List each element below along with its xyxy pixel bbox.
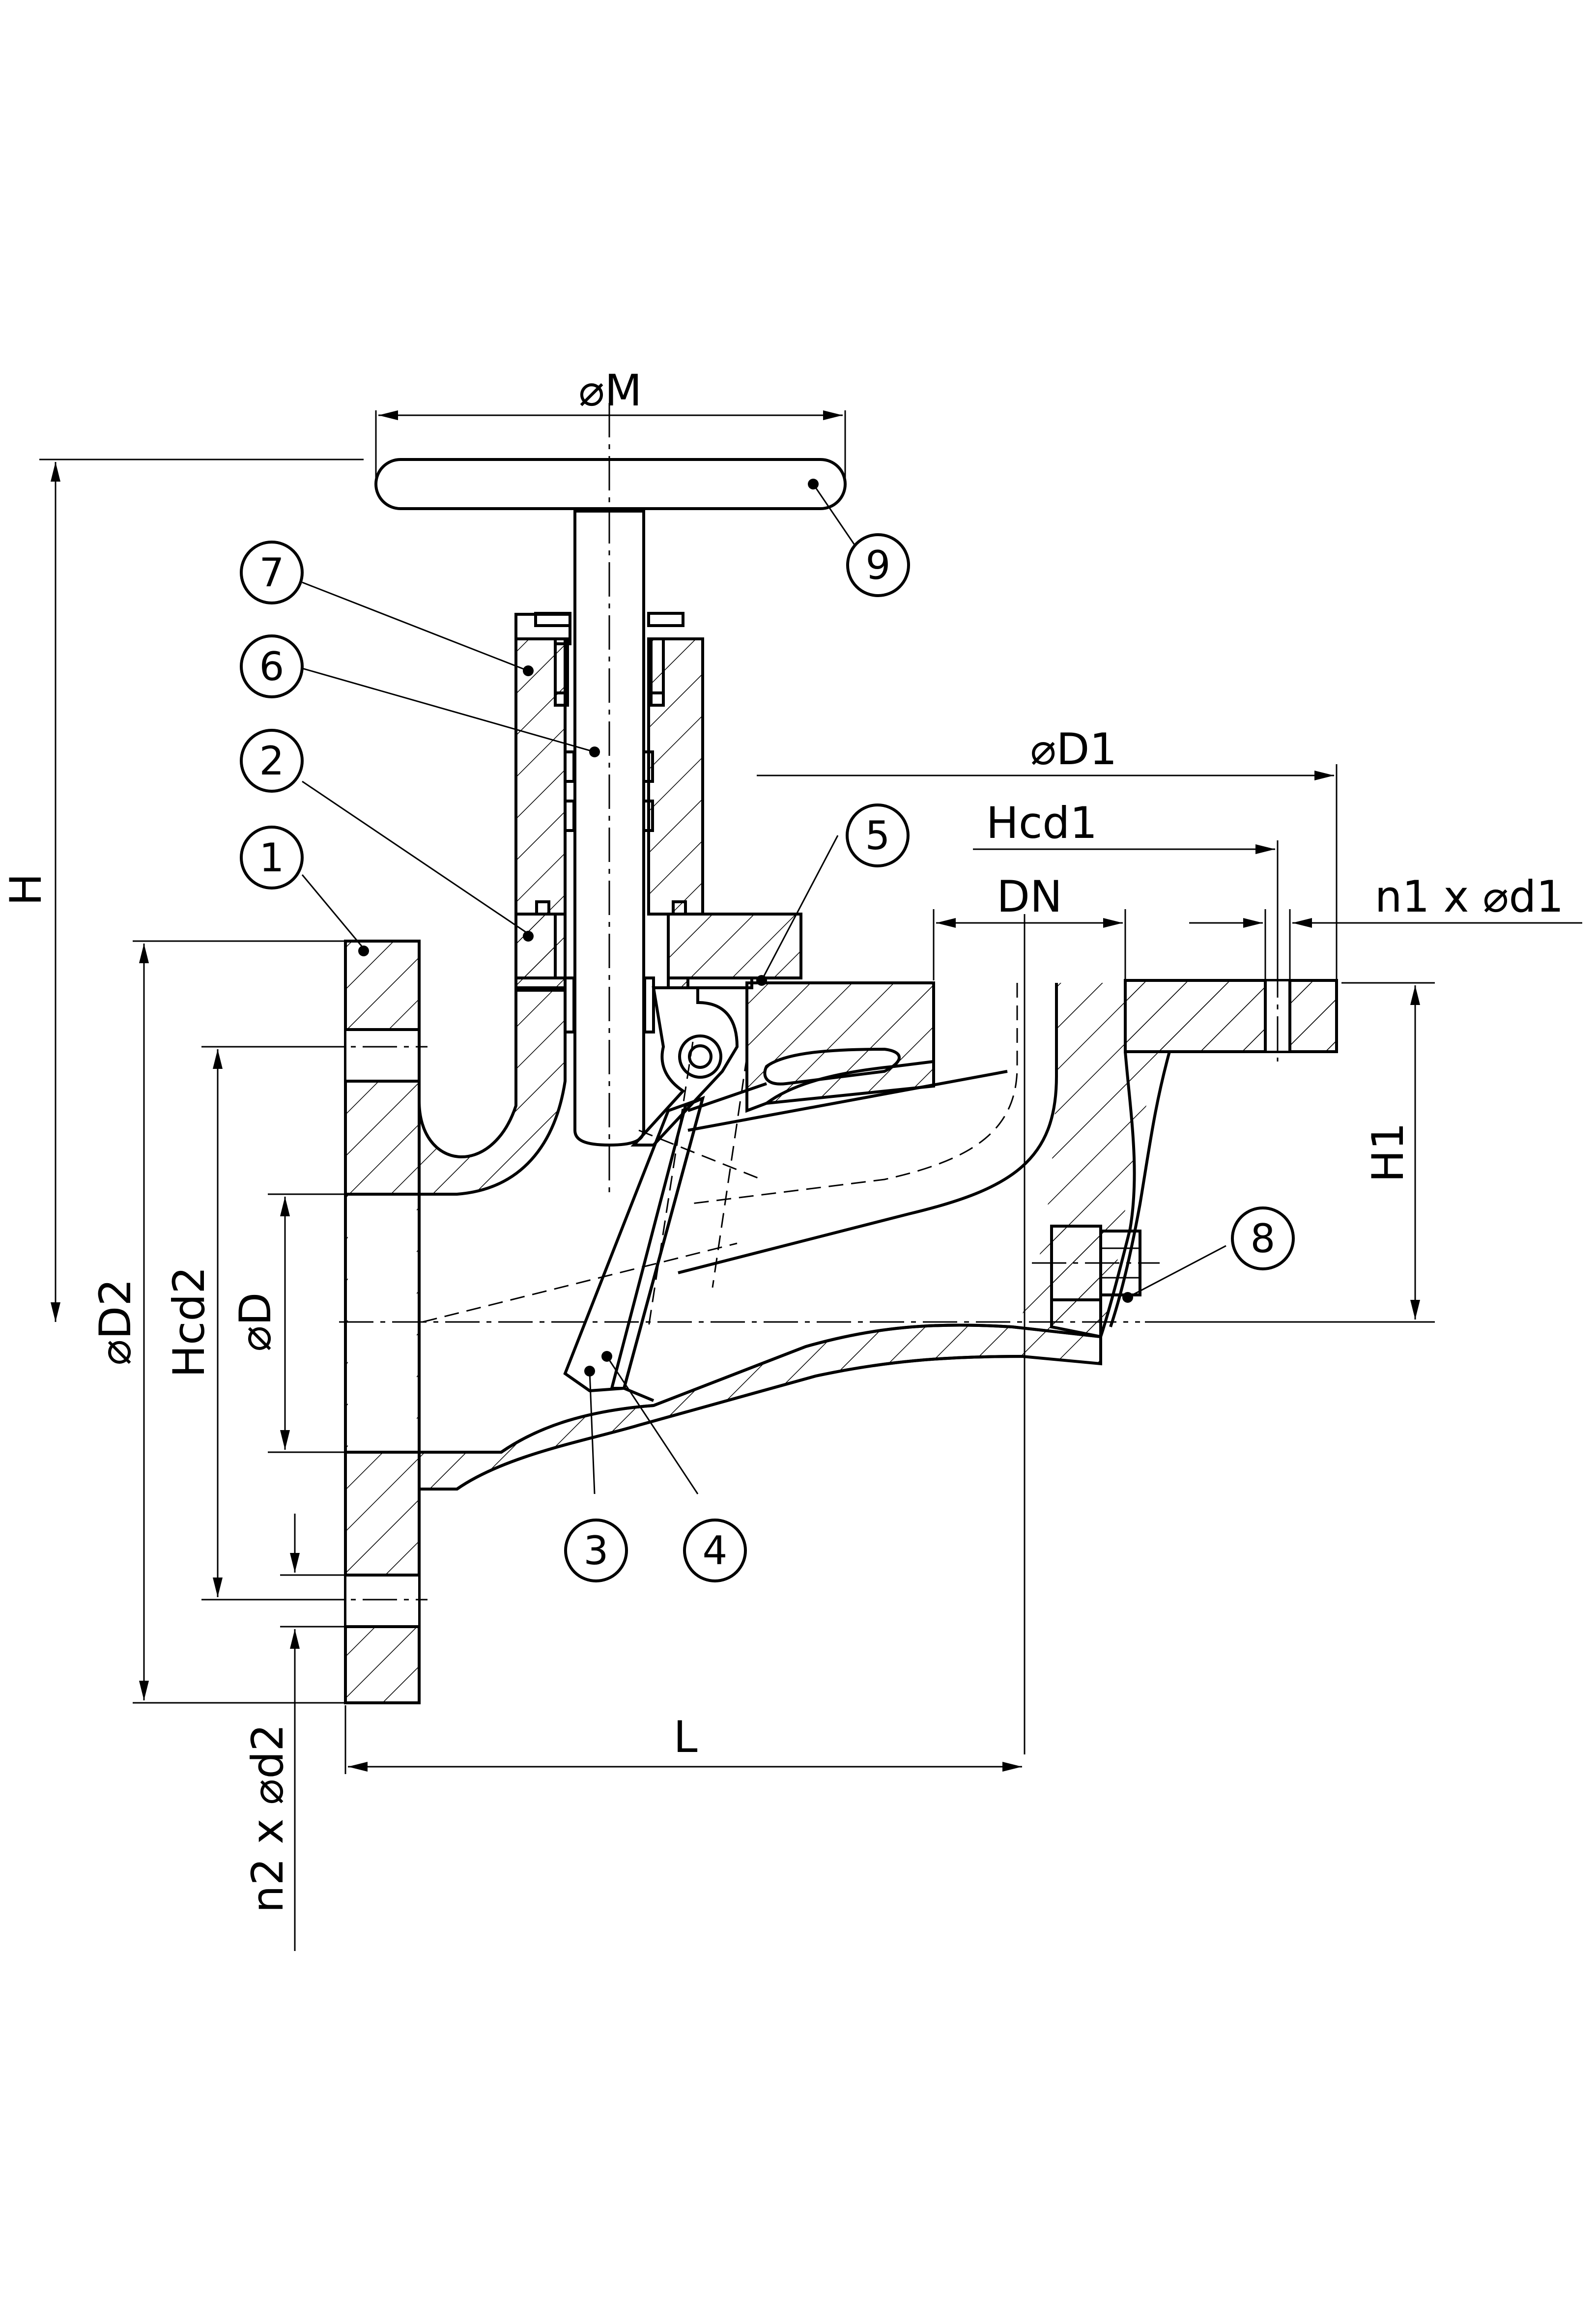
dim-hcd2: Hcd2 (164, 1266, 214, 1377)
dimension-lines (39, 410, 1582, 1951)
dim-n2-d2: n2 x ⌀d2 (242, 1724, 293, 1913)
dim-dn: DN (997, 871, 1062, 922)
dimension-labels: ⌀M ⌀D1 Hcd1 DN n1 x ⌀d1 L H H1 ⌀D2 Hcd2 … (0, 365, 1564, 1913)
dim-hcd1: Hcd1 (986, 798, 1097, 848)
balloon-2: 2 (259, 738, 285, 784)
balloon-5: 5 (865, 813, 890, 859)
dim-phi-d: ⌀D (230, 1292, 281, 1352)
balloon-4: 4 (703, 1528, 728, 1574)
body-centerlines (310, 403, 1279, 1754)
balloon-1: 1 (259, 835, 285, 881)
balloon-6: 6 (259, 644, 285, 689)
balloon-7: 7 (259, 550, 285, 596)
balloon-8: 8 (1251, 1216, 1276, 1262)
dim-l: L (673, 1712, 697, 1762)
dim-phi-m: ⌀M (579, 365, 642, 416)
dim-phi-d2: ⌀D2 (90, 1279, 141, 1366)
part-balloons: 1 2 6 7 9 5 8 3 4 (240, 479, 1295, 1582)
bonnet-assembly (514, 612, 802, 992)
valve-disc (563, 1082, 767, 1402)
dim-phi-d1: ⌀D1 (1030, 724, 1117, 775)
dim-h1: H1 (1363, 1122, 1413, 1182)
valve-body (344, 913, 1338, 1704)
handwheel (374, 458, 847, 510)
dim-n1-d1: n1 x ⌀d1 (1375, 871, 1564, 922)
dim-h: H (0, 873, 51, 906)
balloon-3: 3 (584, 1528, 609, 1574)
valve-stem (564, 510, 739, 1147)
balloon-9: 9 (866, 543, 891, 588)
